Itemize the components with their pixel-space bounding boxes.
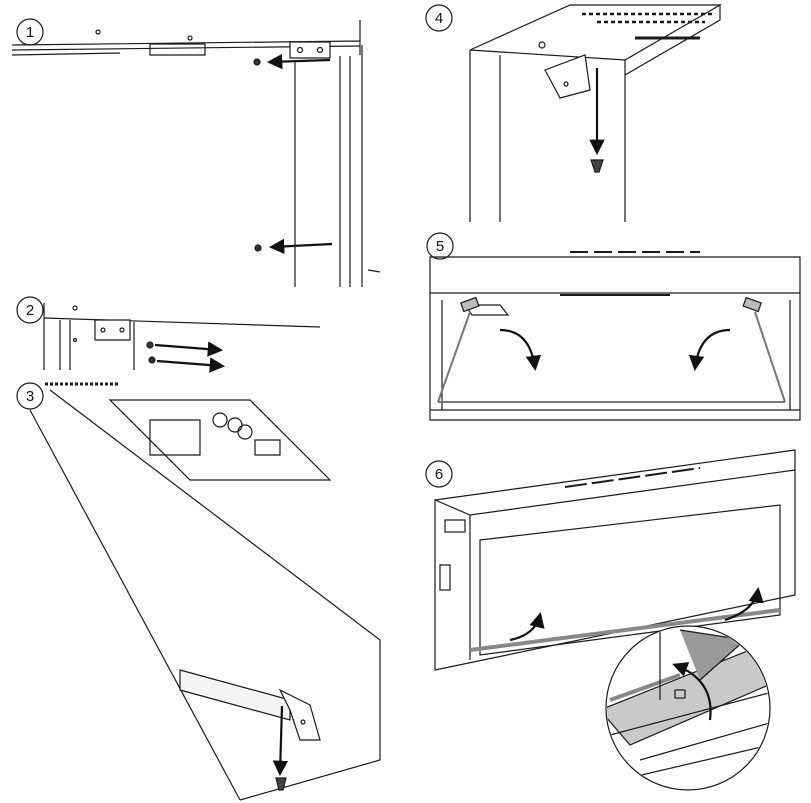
zoom-circle-icon — [605, 625, 771, 791]
svg-text:3: 3 — [26, 388, 34, 405]
step-badge-6: 6 — [425, 460, 453, 488]
curved-arrow-icon — [509, 612, 545, 642]
step-badge-3: 3 — [16, 382, 44, 410]
curved-arrow-icon — [688, 328, 731, 372]
step-badge-5: 5 — [426, 232, 454, 260]
curved-arrow-icon — [724, 586, 764, 622]
arrow-icon — [156, 357, 226, 373]
arrow-icon — [268, 238, 333, 255]
panel-step-1: 1 — [11, 18, 381, 287]
panel-step-4: 4 — [425, 4, 723, 222]
step-badge-1: 1 — [16, 18, 44, 46]
arrow-icon — [272, 705, 289, 777]
arrow-icon — [266, 53, 331, 70]
screw-icon — [254, 244, 262, 252]
step-badge-2: 2 — [16, 296, 44, 324]
bracket-icon — [544, 54, 591, 99]
screw-icon — [275, 777, 287, 791]
panel-step-5: 5 — [426, 232, 801, 421]
curved-arrow-icon — [499, 328, 542, 372]
screw-icon — [148, 356, 156, 364]
svg-text:2: 2 — [26, 302, 34, 319]
screw-icon — [590, 159, 604, 173]
arrow-icon — [154, 341, 224, 357]
panel-step-3: 3 — [16, 382, 381, 801]
screw-icon — [146, 341, 154, 349]
panel-step-6: 6 — [425, 449, 796, 791]
svg-text:6: 6 — [435, 466, 443, 483]
svg-text:1: 1 — [26, 24, 34, 41]
svg-text:5: 5 — [436, 238, 444, 255]
panel-step-2: 2 — [16, 296, 321, 373]
screw-icon — [253, 58, 261, 66]
svg-text:4: 4 — [435, 10, 443, 27]
step-badge-4: 4 — [425, 4, 453, 32]
bracket-icon — [278, 688, 321, 741]
